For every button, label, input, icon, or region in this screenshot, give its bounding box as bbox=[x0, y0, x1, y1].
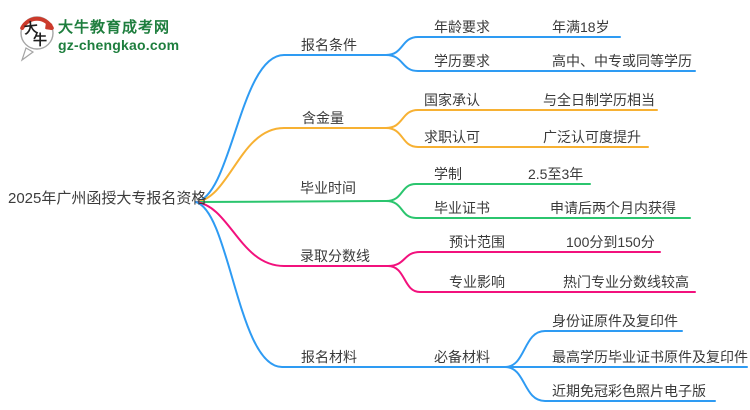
site-title: 大牛教育成考网 bbox=[58, 19, 171, 36]
branch4-child1-label: 预计范围 bbox=[449, 234, 505, 250]
site-logo: 大 牛 大牛教育成考网 gz-chengkao.com bbox=[18, 12, 218, 68]
branch5-item1: 身份证原件及复印件 bbox=[552, 313, 678, 329]
branch1-label: 报名条件 bbox=[301, 37, 357, 53]
branch3-child2-value: 申请后两个月内获得 bbox=[550, 200, 676, 216]
branch5-label: 报名材料 bbox=[301, 349, 357, 365]
branch2-label: 含金量 bbox=[302, 110, 344, 126]
branch2-child2-value: 广泛认可度提升 bbox=[543, 129, 641, 145]
branch3-child1-value: 2.5至3年 bbox=[528, 166, 584, 182]
branch5-item2: 最高学历毕业证书原件及复印件 bbox=[552, 349, 748, 365]
branch3-connector-lines bbox=[195, 183, 691, 219]
site-url: gz-chengkao.com bbox=[58, 37, 180, 53]
logo-bubble-icon: 大 牛 bbox=[20, 16, 54, 62]
branch4-connector-lines bbox=[195, 201, 696, 293]
logo-bubble-char2: 牛 bbox=[33, 32, 47, 48]
branch2-child2-label: 求职认可 bbox=[424, 129, 480, 145]
root-topic: 2025年广州函授大专报名资格 bbox=[8, 190, 207, 207]
logo-seal-icon bbox=[45, 22, 53, 30]
branch5-item3: 近期免冠彩色照片电子版 bbox=[552, 383, 706, 399]
branch2-child1-value: 与全日制学历相当 bbox=[543, 92, 655, 108]
branch3-child2-label: 毕业证书 bbox=[434, 200, 490, 216]
branch1-connector-lines bbox=[195, 36, 696, 203]
branch1-child1-value: 年满18岁 bbox=[552, 19, 610, 35]
branch1-child2-value: 高中、中专或同等学历 bbox=[552, 53, 692, 69]
branch4-child1-value: 100分到150分 bbox=[566, 234, 655, 250]
branch4-child2-label: 专业影响 bbox=[449, 274, 505, 290]
branch1-child1-label: 年龄要求 bbox=[434, 19, 490, 35]
branch2-connector-lines bbox=[195, 109, 658, 203]
branch3-label: 毕业时间 bbox=[300, 180, 356, 196]
branch4-label: 录取分数线 bbox=[300, 248, 370, 264]
logo-bubble-char1: 大 bbox=[23, 19, 39, 36]
branch1-child2-label: 学历要求 bbox=[434, 53, 490, 69]
branch5-connector-lines bbox=[195, 201, 748, 402]
branch4-child2-value: 热门专业分数线较高 bbox=[563, 274, 689, 290]
branch3-child1-label: 学制 bbox=[434, 166, 462, 182]
branch5-child1-label: 必备材料 bbox=[434, 349, 490, 365]
branch2-child1-label: 国家承认 bbox=[424, 92, 480, 108]
